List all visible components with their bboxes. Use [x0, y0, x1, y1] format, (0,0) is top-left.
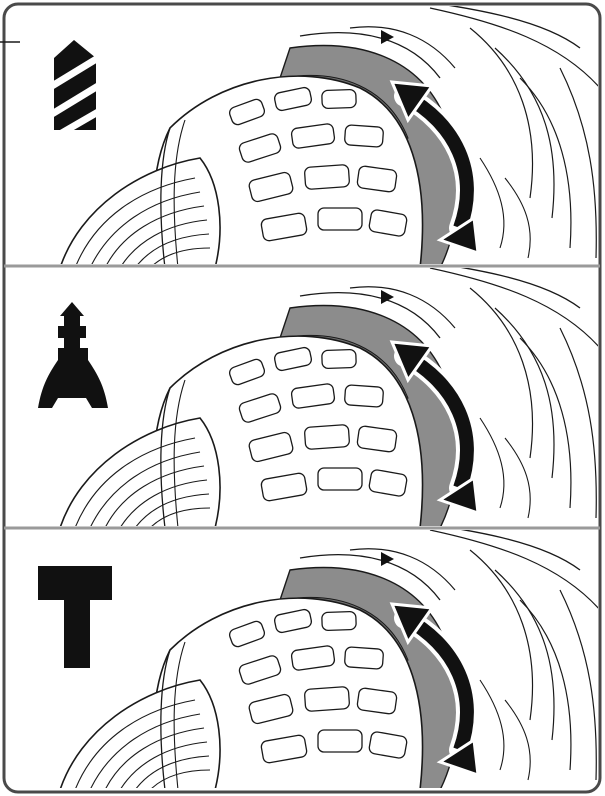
panel-drilling [52, 0, 600, 268]
panel-screwdriving [38, 258, 600, 528]
hammer-icon [38, 566, 112, 668]
panel-hammer-drilling [38, 520, 600, 790]
screw-icon [38, 302, 108, 408]
drill-bit-icon [50, 40, 100, 138]
